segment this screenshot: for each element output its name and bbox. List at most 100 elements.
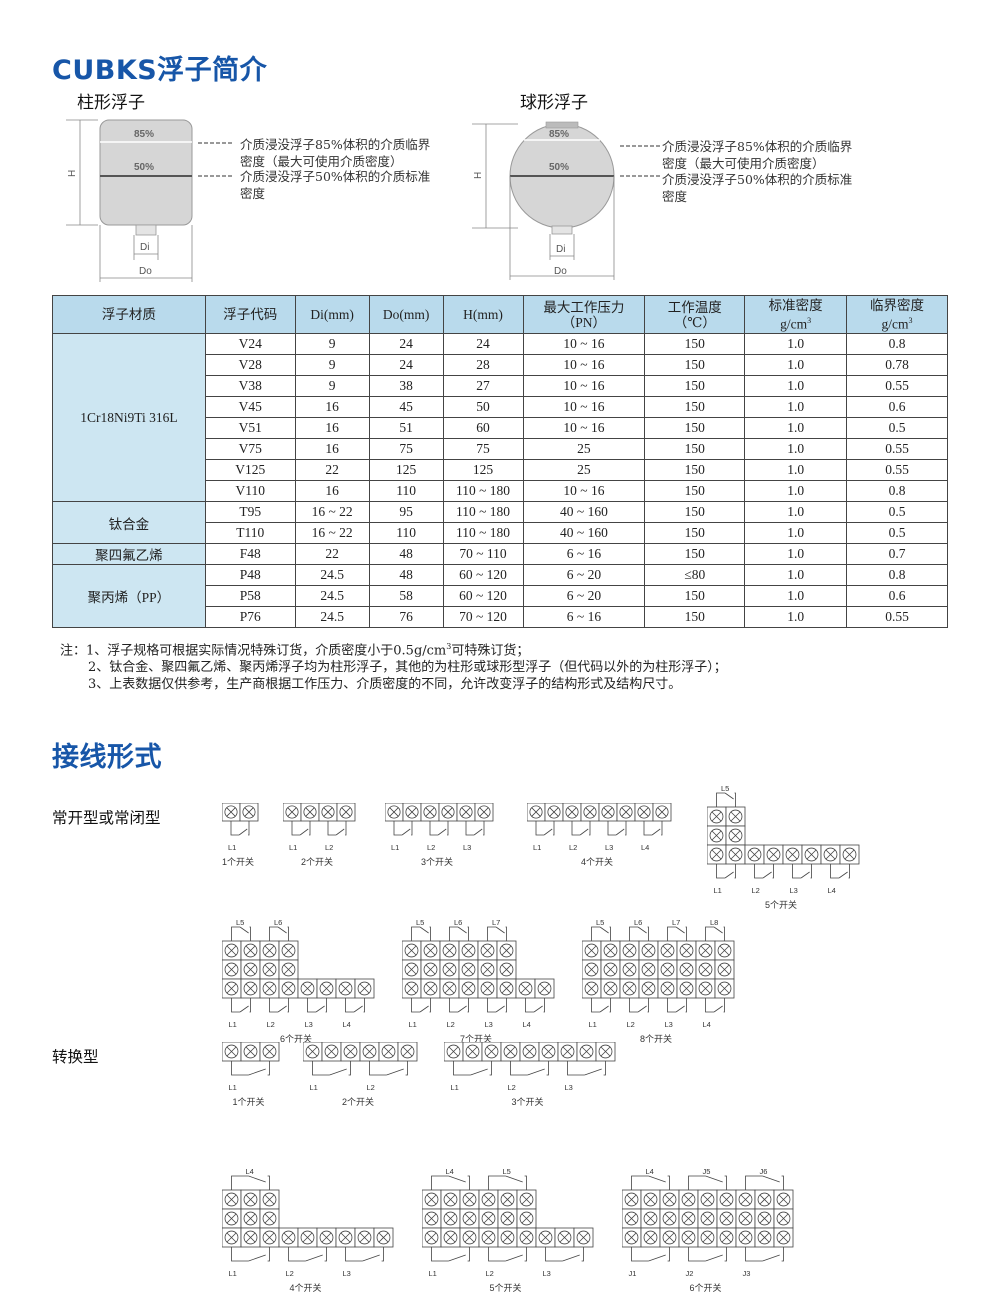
table-cell: 150 (644, 606, 746, 628)
table-cell: 16 (294, 396, 370, 418)
table-cell: 95 (368, 501, 444, 523)
switch-count-caption: 2个开关 (342, 1096, 374, 1107)
switch-label: L2 (508, 1083, 516, 1092)
table-cell: 16 (294, 480, 370, 502)
table-cell: 150 (644, 354, 746, 376)
top-switch-label: J6 (760, 1167, 768, 1176)
table-cell: 40 ~ 160 (522, 501, 646, 523)
table-cell: 150 (644, 375, 746, 397)
switch-label: L1 (228, 843, 236, 852)
table-cell: P58 (204, 585, 296, 607)
table-cell: ≤80 (644, 564, 746, 586)
sphere-50-mark: 50% (549, 162, 569, 173)
switch-label: L3 (665, 1020, 673, 1029)
table-cell: 1.0 (744, 354, 848, 376)
table-cell: 0.55 (846, 375, 948, 397)
table-cell: 27 (442, 375, 524, 397)
table-cell: 150 (644, 522, 746, 544)
top-switch-label: L4 (646, 1167, 654, 1176)
table-cell: 110 ~ 180 (442, 522, 524, 544)
table-cell: 10 ~ 16 (522, 396, 646, 418)
table-cell: 48 (368, 564, 444, 586)
table-cell: 9 (294, 354, 370, 376)
table-cell: 1.0 (744, 375, 848, 397)
table-cell: 150 (644, 333, 746, 355)
th-pressure: 最大工作压力（PN） (522, 295, 646, 334)
switch-label: L3 (543, 1269, 551, 1278)
table-cell: 0.5 (846, 417, 948, 439)
table-cell: 0.8 (846, 333, 948, 355)
page-title: CUBKS浮子简介 (52, 55, 268, 86)
table-cell: 22 (294, 459, 370, 481)
switch-count-caption: 7个开关 (460, 1033, 492, 1044)
table-cell: 24 (442, 333, 524, 355)
table-cell: 10 ~ 16 (522, 354, 646, 376)
switch-label: L4 (641, 843, 649, 852)
switch-label: L1 (429, 1269, 437, 1278)
table-cell: 1.0 (744, 501, 848, 523)
switch-count-caption: 5个开关 (765, 899, 797, 910)
table-cell: 76 (368, 606, 444, 628)
sphere-50-desc: 介质浸没浮子50%体积的介质标准密度 (662, 172, 853, 204)
table-cell: P48 (204, 564, 296, 586)
switch-count-caption: 4个开关 (581, 856, 613, 867)
table-cell: 45 (368, 396, 444, 418)
table-cell: 0.78 (846, 354, 948, 376)
switch-label: L1 (714, 886, 722, 895)
top-switch-label: L5 (236, 918, 244, 927)
cylinder-float-label: 柱形浮子 (77, 93, 145, 113)
table-cell: 16 ~ 22 (294, 522, 370, 544)
table-cell: V51 (204, 417, 296, 439)
switch-label: L1 (409, 1020, 417, 1029)
material-cell: 1Cr18Ni9Ti 316L (52, 333, 206, 502)
type-co-label: 转换型 (52, 1048, 99, 1066)
switch-label: L3 (463, 843, 471, 852)
table-cell: P76 (204, 606, 296, 628)
table-cell: 75 (442, 438, 524, 460)
switch-label: L4 (343, 1020, 351, 1029)
table-cell: 1.0 (744, 522, 848, 544)
cylinder-h-label: H (67, 170, 78, 177)
table-cell: 48 (368, 543, 444, 565)
table-cell: 60 ~ 120 (442, 585, 524, 607)
cylinder-85-mark: 85% (134, 129, 154, 140)
switch-label: L2 (569, 843, 577, 852)
switch-label: L1 (451, 1083, 459, 1092)
cylinder-float-diagram: H 85% 50% Di Do (66, 119, 234, 282)
table-cell: 60 ~ 120 (442, 564, 524, 586)
switch-label: L2 (627, 1020, 635, 1029)
switch-count-caption: 1个开关 (222, 856, 254, 867)
table-cell: 1.0 (744, 564, 848, 586)
th-h: H(mm) (442, 295, 524, 334)
switch-count-caption: 6个开关 (280, 1033, 312, 1044)
table-cell: 24.5 (294, 564, 370, 586)
table-cell: 150 (644, 417, 746, 439)
table-cell: 24.5 (294, 606, 370, 628)
table-notes: 注：1、浮子规格可根据实际情况特殊订货，介质密度小于0.5g/cm3可特殊订货；… (60, 638, 727, 693)
table-cell: 10 ~ 16 (522, 480, 646, 502)
table-cell: 1.0 (744, 585, 848, 607)
switch-label: L2 (427, 843, 435, 852)
switch-label: L3 (485, 1020, 493, 1029)
table-cell: 10 ~ 16 (522, 375, 646, 397)
switch-label: L3 (343, 1269, 351, 1278)
top-switch-label: L5 (596, 918, 604, 927)
table-cell: 150 (644, 459, 746, 481)
th-temp: 工作温度（℃） (644, 295, 746, 334)
switch-label: J2 (686, 1269, 694, 1278)
table-cell: V28 (204, 354, 296, 376)
